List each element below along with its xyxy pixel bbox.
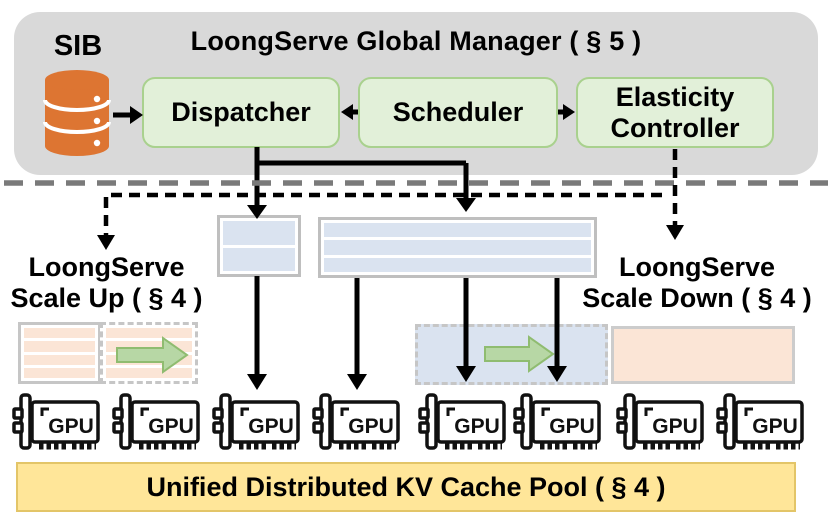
instance-row [24, 341, 95, 352]
gpu-icon: GPU [616, 393, 704, 450]
scale-up-label-line1: LoongServe [28, 252, 185, 282]
elasticity-controller-box: Elasticity Controller [576, 77, 774, 148]
scale-up-existing-instance-box [18, 322, 101, 384]
gpu-label: GPU [752, 415, 798, 438]
gpu-icon: GPU [12, 393, 100, 450]
gpu-icon: GPU [212, 393, 300, 450]
queue-row [324, 223, 591, 238]
gpu-icon: GPU [716, 393, 804, 450]
instance-row [24, 328, 95, 339]
corner-mark-icon [644, 407, 653, 416]
gpu-label: GPU [48, 415, 94, 438]
scale-down-shrinking-instance-box [415, 324, 608, 385]
global-manager-title: LoongServe Global Manager ( § 5 ) [190, 26, 642, 56]
corner-mark-icon [240, 407, 249, 416]
corner-mark-icon [40, 407, 49, 416]
instance-row [106, 354, 192, 365]
corner-mark-icon [446, 407, 455, 416]
gpu-icon: GPU [312, 393, 400, 450]
gpu-icon: GPU [112, 393, 200, 450]
instance-row [106, 367, 192, 378]
corner-mark-icon [541, 407, 550, 416]
gpu-label: GPU [248, 415, 294, 438]
corner-mark-icon [140, 407, 149, 416]
scheduler-box: Scheduler [358, 77, 558, 148]
gpu-label: GPU [454, 415, 500, 438]
instance-row [24, 367, 95, 378]
gpu-icon: GPU [513, 393, 601, 450]
queue-row [223, 247, 295, 271]
scale-up-added-instance-box [100, 322, 198, 384]
gpu-label: GPU [652, 415, 698, 438]
gpu-label: GPU [549, 415, 595, 438]
queue-row [324, 257, 591, 272]
elasticity-controller-label: Elasticity Controller [610, 81, 740, 143]
gpu-label: GPU [148, 415, 194, 438]
instance-row [106, 328, 192, 339]
scale-down-freed-instance-box [611, 326, 795, 384]
scale-up-label: LoongServe Scale Up ( § 4 ) [0, 252, 213, 314]
scale-up-label-line2: Scale Up ( § 4 ) [10, 283, 203, 313]
sib-label: SIB [53, 30, 103, 62]
queue-row [324, 240, 591, 255]
dispatcher-box: Dispatcher [142, 77, 340, 148]
request-queue-wide [318, 217, 597, 278]
gpu-icon: GPU [418, 393, 506, 450]
kv-cache-pool-label: Unified Distributed KV Cache Pool ( § 4 … [146, 471, 666, 502]
scheduler-label: Scheduler [392, 97, 524, 127]
instance-row [24, 354, 95, 365]
queue-to-gpu3-arrow [247, 276, 267, 390]
scale-down-label-line1: LoongServe [618, 252, 776, 282]
dispatcher-label: Dispatcher [171, 97, 311, 127]
scale-down-label-line2: Scale Down ( § 4 ) [582, 283, 812, 313]
request-queue-small [217, 215, 301, 277]
instance-row [106, 341, 192, 352]
queue-row [223, 221, 295, 245]
corner-mark-icon [340, 407, 349, 416]
corner-mark-icon [744, 407, 753, 416]
gpu-label: GPU [348, 415, 394, 438]
queue-to-gpu4-arrow [347, 278, 367, 390]
kv-cache-pool-bar: Unified Distributed KV Cache Pool ( § 4 … [16, 462, 796, 512]
scale-down-label: LoongServe Scale Down ( § 4 ) [568, 252, 826, 314]
